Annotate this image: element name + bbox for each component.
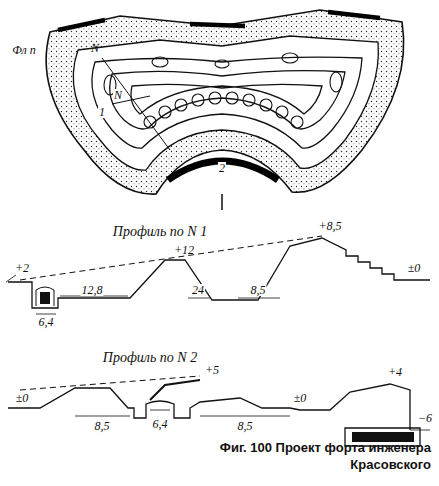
- dimension-label: 6,4: [152, 418, 169, 430]
- dimension-label: 12,8: [81, 284, 104, 296]
- dimension-label: N: [113, 89, 123, 101]
- dimension-label: ±0: [293, 392, 308, 404]
- profile-title: Профиль по N 1: [112, 225, 208, 239]
- dimension-label: N: [90, 42, 100, 54]
- dimension-label: ±0: [407, 262, 422, 274]
- dimension-label: ±0: [15, 392, 30, 404]
- dimension-label: +5: [204, 364, 220, 376]
- fort-plan: [46, 10, 404, 210]
- dimension-label: 24: [191, 284, 205, 296]
- profile-title: Профиль по N 2: [102, 351, 198, 365]
- dimension-label: +4: [387, 366, 403, 378]
- dimension-label: +2: [14, 262, 30, 274]
- dimension-label: 1: [98, 106, 106, 118]
- profile-2: [8, 376, 430, 446]
- dimension-label: 8,5: [250, 284, 267, 296]
- dimension-label: −6: [417, 412, 433, 424]
- figure-caption: Фиг. 100 Проект форта инженера Красовско…: [191, 440, 431, 474]
- dimension-label: +8,5: [317, 220, 342, 232]
- dimension-label: Фл п: [11, 44, 37, 56]
- dimension-label: 8,5: [237, 420, 254, 432]
- dimension-label: 2: [218, 162, 226, 174]
- profile-1: [6, 236, 430, 314]
- dimension-label: +12: [173, 244, 195, 256]
- dimension-label: 8,5: [94, 420, 111, 432]
- dimension-label: 6,4: [38, 316, 55, 328]
